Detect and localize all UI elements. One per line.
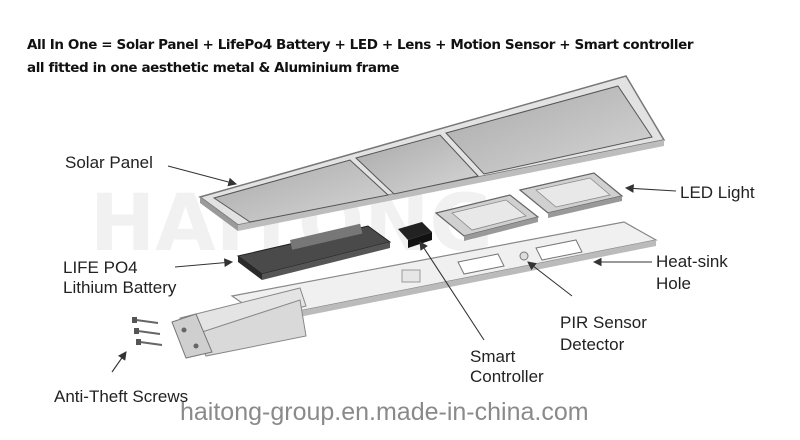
label-battery-line-1: LIFE PO4 (63, 258, 138, 277)
led-module-right (518, 172, 624, 218)
footer-watermark-url: haitong-group.en.made-in-china.com (180, 398, 589, 426)
label-pir-line-2: Detector (560, 335, 625, 354)
solar-panel (198, 75, 666, 231)
label-controller-line-1: Smart (470, 347, 516, 366)
label-heat-sink-line-1: Heat-sink (656, 252, 728, 271)
mounting-arm (171, 287, 307, 359)
arrow-screws (111, 351, 127, 373)
label-led-light: LED Light (680, 183, 755, 202)
smart-controller-box (398, 222, 432, 248)
lamp-frame-body (230, 221, 658, 324)
arrow-controller (419, 241, 485, 341)
label-pir-line-1: PIR Sensor (560, 313, 647, 332)
battery-pack (236, 223, 392, 280)
anti-theft-screws (132, 317, 163, 346)
label-battery-line-2: Lithium Battery (63, 278, 177, 297)
led-module-left (434, 194, 540, 241)
arrow-led-light (624, 184, 677, 193)
arrow-solar-panel (167, 165, 238, 187)
arrow-battery (174, 258, 234, 268)
label-controller-line-2: Controller (470, 367, 544, 386)
label-anti-theft-screws: Anti-Theft Screws (54, 387, 189, 406)
label-heat-sink-line-2: Hole (656, 274, 691, 293)
headline-line-1: All In One = Solar Panel + LifePo4 Batte… (27, 37, 694, 53)
label-solar-panel: Solar Panel (65, 153, 153, 172)
headline-line-2: all fitted in one aesthetic metal & Alum… (27, 60, 400, 76)
arrow-pir-sensor (527, 261, 573, 297)
